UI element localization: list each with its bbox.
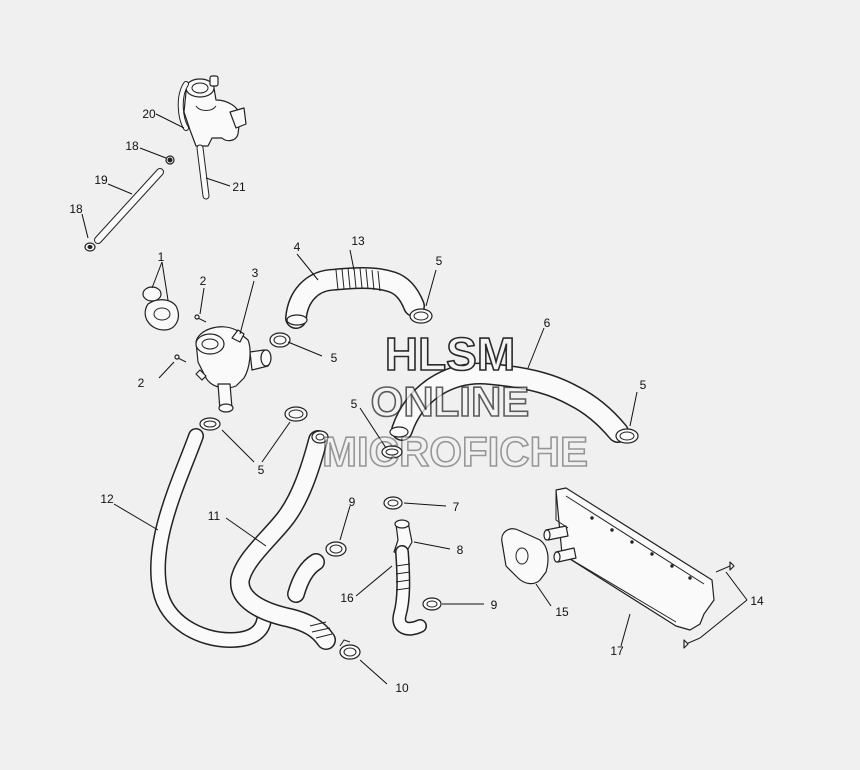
bracket-15	[501, 528, 549, 585]
watermark: HLSM ONLINE MICROFICHE	[321, 327, 589, 476]
callout-15: 15	[555, 605, 569, 619]
callout-8: 8	[457, 543, 464, 557]
hose-6	[389, 362, 629, 443]
callout-10: 10	[395, 681, 409, 695]
filler-neck-assembly	[142, 286, 272, 413]
hose-12	[150, 428, 272, 648]
callout-11: 11	[208, 509, 221, 523]
callout-labels: 1 2 3 4 13 5 5 2 5 6 5 5 7 8 9 9 10 11 1…	[69, 107, 764, 695]
callout-5-neck: 5	[331, 351, 338, 365]
hose-clamp-6-start	[381, 445, 403, 459]
callout-5-lower: 5	[258, 463, 265, 477]
callout-5-right: 5	[640, 378, 647, 392]
callout-3: 3	[252, 266, 259, 280]
callout-18-upper: 18	[125, 139, 139, 153]
callout-6: 6	[544, 316, 551, 330]
callout-20: 20	[142, 107, 156, 121]
screws-14	[683, 561, 735, 649]
callout-19: 19	[94, 173, 108, 187]
upper-hose-4-13	[285, 267, 425, 329]
watermark-line-1: HLSM	[385, 328, 515, 380]
callout-9-right: 9	[491, 598, 498, 612]
hose-clamp-9-right	[422, 597, 442, 611]
overflow-bottle-assembly	[84, 75, 247, 252]
hose-11	[230, 430, 336, 650]
callout-5-middle: 5	[351, 397, 358, 411]
callout-1: 1	[158, 250, 165, 264]
callout-9-left: 9	[349, 495, 356, 509]
callout-16: 16	[340, 591, 354, 605]
callout-18-lower: 18	[69, 202, 83, 216]
callout-14: 14	[750, 594, 764, 608]
callout-12: 12	[100, 492, 114, 506]
watermark-line-2: ONLINE	[371, 378, 530, 425]
hose-clamp-upper	[409, 308, 433, 324]
callout-4: 4	[294, 240, 301, 254]
callout-5-upper-right: 5	[436, 254, 443, 268]
hose-clamp-6-end	[615, 428, 639, 444]
callout-17: 17	[610, 644, 624, 658]
fitting-7-8-hose-16	[383, 496, 427, 636]
heat-exchanger-17	[543, 487, 715, 631]
hose-clamp-9-left	[325, 541, 347, 557]
callout-13: 13	[351, 234, 365, 248]
hose-clamp-10	[339, 639, 361, 660]
hose-clamps-neck	[199, 332, 308, 431]
callout-7: 7	[453, 500, 460, 514]
callout-2-lower: 2	[138, 376, 145, 390]
watermark-line-3: MICROFICHE	[322, 428, 588, 475]
callout-2-upper: 2	[200, 274, 207, 288]
callout-21: 21	[232, 180, 246, 194]
leader-lines	[81, 113, 748, 685]
